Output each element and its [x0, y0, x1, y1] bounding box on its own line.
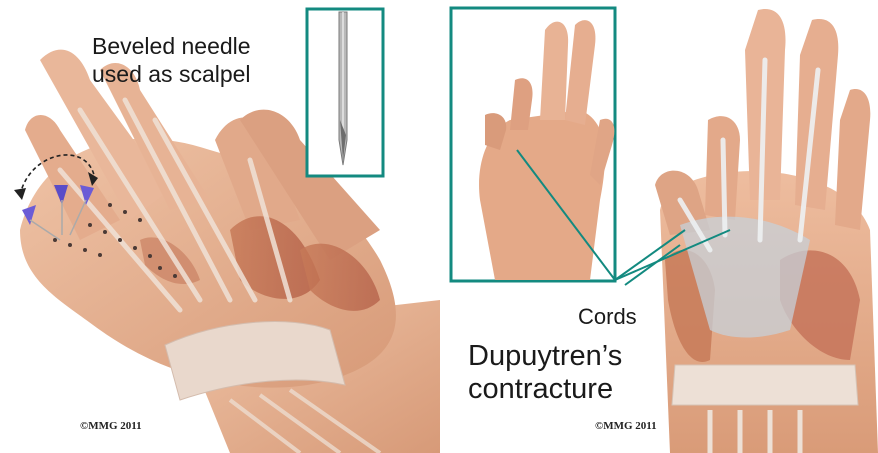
contracture-hand-inset: [451, 8, 615, 281]
title-line1: Dupuytren’s: [468, 340, 622, 373]
needle-caption-line2: used as scalpel: [92, 60, 251, 88]
contracture-title: Dupuytren’s contracture: [468, 340, 622, 406]
needle-caption: Beveled needle used as scalpel: [92, 32, 251, 88]
needle-caption-line1: Beveled needle: [92, 32, 251, 60]
left-illustration-panel: Beveled needle used as scalpel ©MMG 2011: [0, 0, 440, 453]
needle-inset: [307, 9, 383, 176]
title-line2: contracture: [468, 373, 622, 406]
cords-label: Cords: [578, 304, 637, 330]
arc-arrow-left-icon: [14, 188, 26, 200]
copyright-left: ©MMG 2011: [80, 420, 142, 432]
copyright-right: ©MMG 2011: [595, 420, 657, 432]
